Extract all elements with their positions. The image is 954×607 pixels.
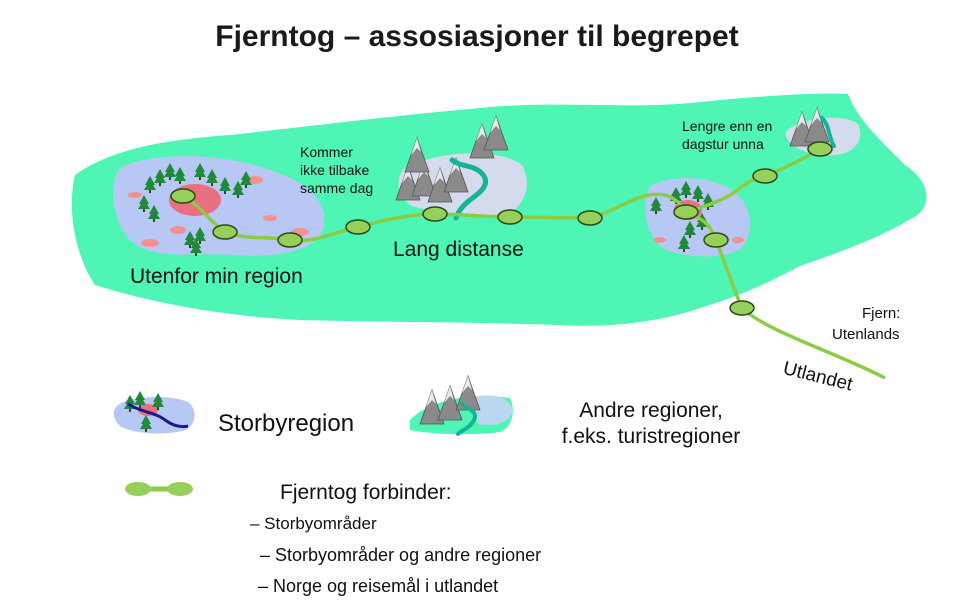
station	[277, 232, 303, 248]
city-spots-left	[128, 176, 309, 247]
city-spots-right	[654, 237, 744, 243]
station	[212, 224, 238, 240]
legend-fjerntog-heading: Fjerntog forbinder:	[280, 481, 452, 504]
label-fjern: Fjern: Utenlands	[832, 305, 901, 343]
station	[497, 209, 523, 225]
station	[807, 141, 833, 157]
page-title: Fjerntog – assosiasjoner til begrepet	[215, 20, 739, 53]
station	[170, 188, 196, 204]
label-kommer-ikke: Kommer ikke tilbake samme dag	[300, 144, 374, 196]
legend-item-2: – Storbyområder og andre regioner	[260, 545, 542, 565]
legend-item-1: – Storbyområder	[250, 514, 377, 533]
station	[345, 219, 371, 235]
legend-item-3: – Norge og reisemål i utlandet	[258, 576, 499, 596]
river-middle	[449, 157, 488, 221]
station	[752, 168, 778, 184]
station	[422, 206, 448, 222]
river-top-right	[820, 116, 836, 148]
label-lang-distanse: Lang distanse	[393, 238, 524, 261]
label-lengre-enn: Lengre enn en dagstur unna	[682, 118, 773, 152]
station	[703, 232, 729, 248]
legend-storbyregion: Storbyregion	[218, 410, 355, 437]
stations	[170, 141, 833, 316]
legend-train-icon	[125, 482, 193, 496]
legend-tourist-icon	[410, 375, 513, 436]
station	[673, 204, 699, 220]
legend-andre-regioner: Andre regioner, f.eks. turistregioner	[561, 399, 741, 448]
label-utenfor-region: Utenfor min region	[130, 265, 303, 288]
station	[729, 300, 755, 316]
station	[577, 210, 603, 226]
legend-city-icon	[113, 391, 195, 434]
